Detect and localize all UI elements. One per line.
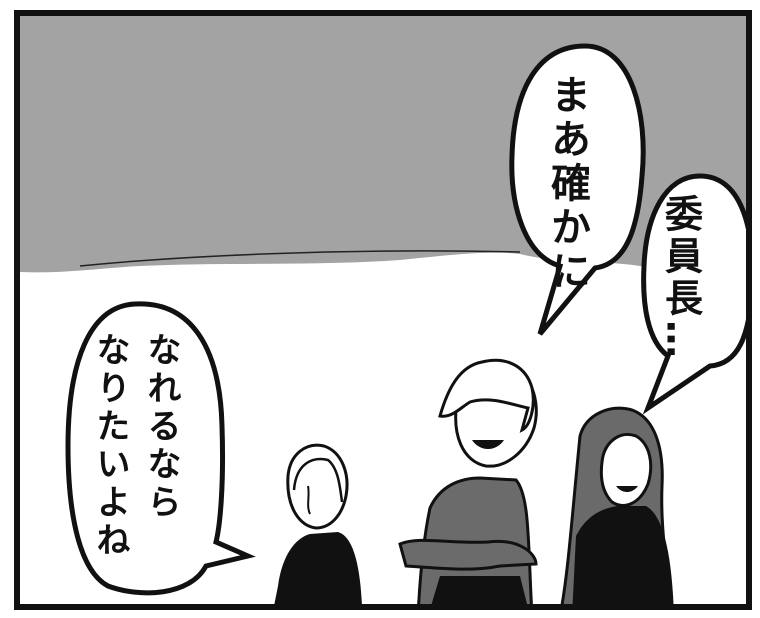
speech-bubble-top-right bbox=[509, 43, 646, 336]
speech-text-right: 委員長… bbox=[658, 194, 703, 362]
character-middle bbox=[398, 358, 538, 604]
character-right bbox=[560, 406, 674, 604]
character-left bbox=[274, 443, 362, 604]
panel-scene bbox=[20, 16, 746, 604]
speech-text-top-right: まあ確かに bbox=[544, 74, 590, 294]
speech-bubble-left bbox=[65, 301, 256, 596]
speech-text-left: なれるなら なりたいよね bbox=[90, 332, 181, 560]
speech-bubble-right bbox=[641, 173, 746, 415]
comic-panel: まあ確かに 委員長… なれるなら なりたいよね bbox=[14, 10, 752, 610]
horizon-line bbox=[79, 250, 521, 267]
